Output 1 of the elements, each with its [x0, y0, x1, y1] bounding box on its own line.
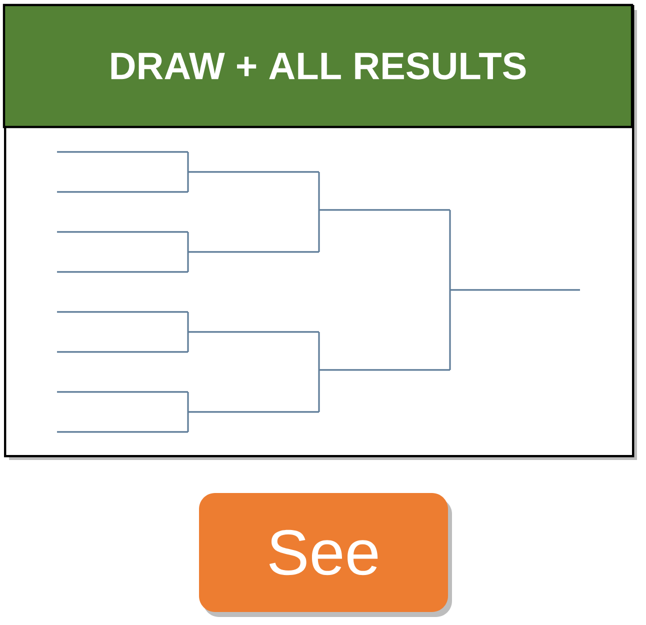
see-button: See [199, 492, 452, 617]
